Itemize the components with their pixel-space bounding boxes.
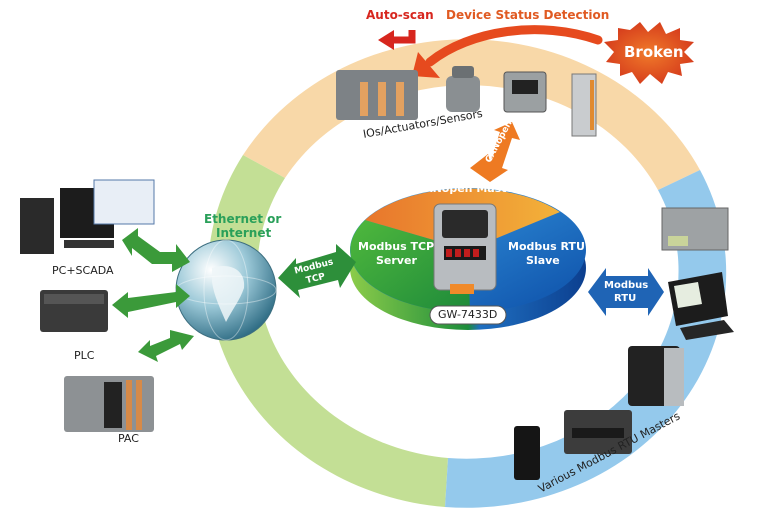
- pac-label: PAC: [118, 432, 139, 445]
- pac-device: [64, 376, 154, 432]
- rtu-io-terminal-device: [564, 410, 632, 454]
- io-module-device: [571, 73, 597, 137]
- modbus-rtu-arrow-line1: Modbus: [604, 280, 649, 291]
- io-device-rack: [336, 70, 418, 120]
- actuator-device: [446, 66, 480, 112]
- ring-segment-rtu: [445, 170, 727, 508]
- pc-scada-label: PC+SCADA: [52, 264, 114, 277]
- modbus-tcp-server-line1: Modbus TCP: [358, 240, 435, 253]
- model-label: GW-7433D: [438, 308, 498, 321]
- auto-scan-arrow: [392, 30, 416, 44]
- pac-link-arrow: [138, 330, 194, 362]
- rtu-tower-device: [514, 426, 540, 480]
- modbus-tcp-server-line2: Server: [376, 254, 417, 267]
- plc-device: [40, 290, 108, 332]
- modbus-rtu-slave-line1: Modbus RTU: [508, 240, 585, 253]
- status-detection-arrowhead: [412, 52, 440, 78]
- plc-link-arrow: [112, 284, 190, 318]
- auto-scan-label: Auto-scan: [366, 8, 434, 22]
- pc-scada-device: [20, 179, 155, 254]
- canopen-arrow: [470, 122, 520, 182]
- model-pill: [429, 305, 507, 325]
- modbus-tcp-arrow: [278, 244, 356, 298]
- network-label-line2: Internet: [216, 226, 272, 240]
- device-terminal: [450, 284, 474, 294]
- broken-burst: [604, 22, 694, 84]
- rtu-plc-device: [661, 207, 729, 251]
- sensor-device: [503, 71, 547, 113]
- ring-segment-ethernet: [207, 155, 448, 507]
- plc-label: PLC: [74, 349, 95, 362]
- rtu-controller-device: [628, 346, 684, 406]
- hmi-touch-panel: [668, 272, 734, 340]
- canopen-master-label: CANopen Master: [416, 182, 520, 195]
- network-label-line1: Ethernet or: [204, 212, 282, 226]
- device-status-detection-label: Device Status Detection: [446, 8, 610, 22]
- modbus-rtu-arrow: [588, 268, 664, 316]
- modbus-rtu-slave-line2: Slave: [526, 254, 560, 267]
- modbus-rtu-arrow-line2: RTU: [614, 293, 637, 304]
- status-detection-arrow: [425, 25, 603, 67]
- device-faceplate: [442, 210, 488, 238]
- auto-scan-arrowhead: [378, 30, 394, 50]
- pc-scada-link-arrow: [122, 228, 190, 272]
- broken-label: Broken: [624, 43, 684, 61]
